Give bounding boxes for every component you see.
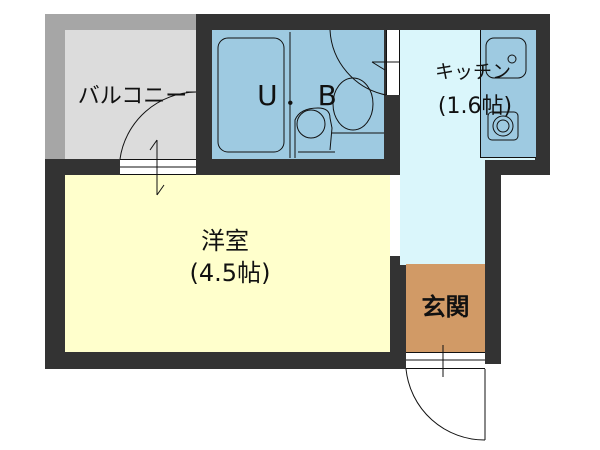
wall-ub-left [196, 14, 212, 176]
wall-western-left [45, 159, 65, 369]
entrance-floor [406, 264, 485, 352]
western-room-size: (4.5帖) [189, 259, 271, 287]
unit-bath-floor [212, 30, 384, 159]
wall-top [196, 14, 550, 30]
balcony-label: バルコニー [77, 84, 188, 109]
wall-western-bottom [45, 352, 410, 369]
wall-right-upper [535, 14, 550, 175]
wall-kitchen-bottom-notch [485, 160, 550, 175]
western-room-label: 洋室 [201, 227, 249, 255]
kitchen-counter [480, 30, 536, 158]
kitchen-size: (1.6帖) [437, 94, 513, 119]
western-room-floor [65, 175, 390, 352]
kitchen-label: キッチン [434, 61, 511, 83]
corridor-floor [400, 160, 485, 265]
unit-bath-label: U．B [257, 79, 343, 112]
entrance-label: 玄関 [421, 293, 470, 321]
balcony-floor [65, 30, 197, 159]
wall-western-right [390, 256, 406, 369]
wall-right-lower [485, 160, 501, 364]
